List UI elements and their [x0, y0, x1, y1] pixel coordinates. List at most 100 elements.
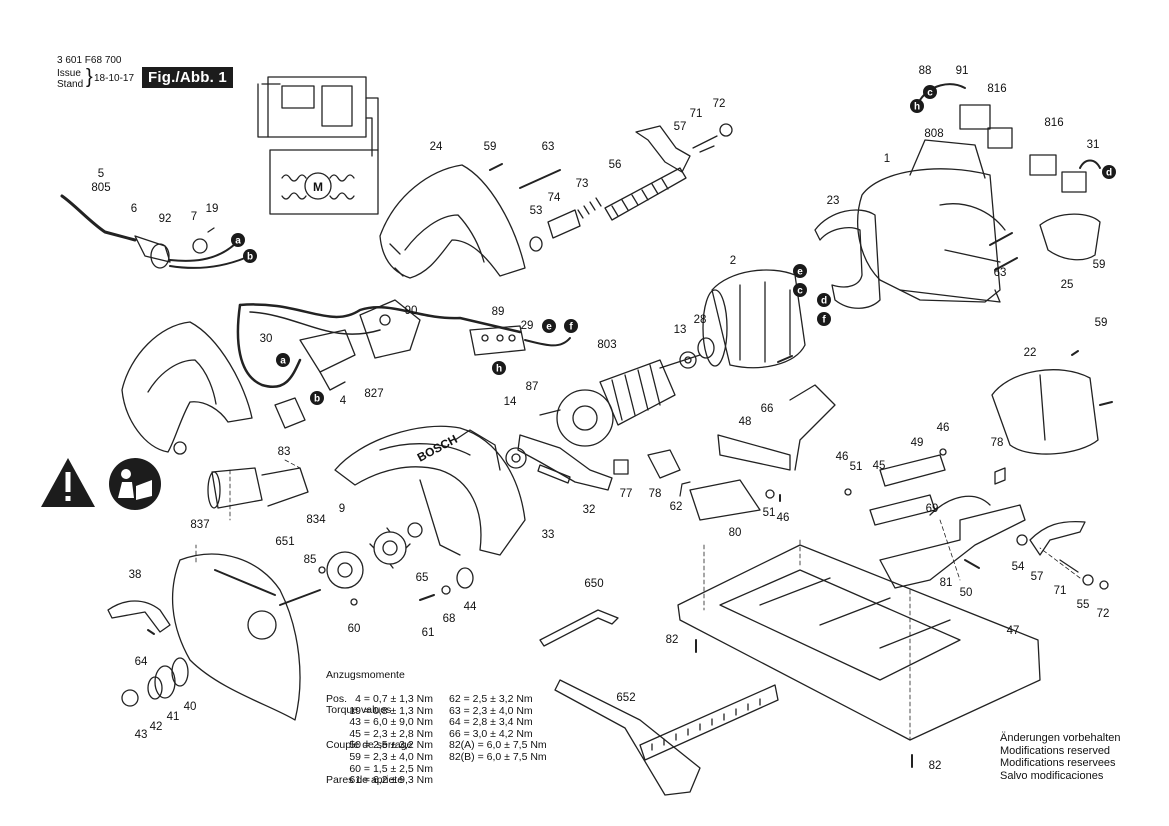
lower-guard-837: [172, 553, 301, 721]
torque-value-b-4: 82(A) = 6,0 ± 7,5 Nm: [449, 739, 547, 752]
part-label-82: 82: [666, 634, 679, 646]
screw-63a: [519, 169, 561, 189]
modifications-line-0: Änderungen vorbehalten: [1000, 732, 1121, 744]
torque-value-0: 4 = 0,7 ± 1,3 Nm: [355, 693, 433, 705]
part-label-19: 19: [206, 203, 219, 215]
part-label-73: 73: [576, 178, 589, 190]
part-label-837: 837: [190, 519, 209, 531]
callout-b: b: [243, 249, 257, 263]
part-label-47: 47: [1007, 625, 1020, 637]
part-label-92: 92: [159, 213, 172, 225]
lever-57b: [1029, 520, 1086, 556]
part-label-62: 62: [670, 501, 683, 513]
part-label-30: 30: [260, 333, 273, 345]
part-label-40: 40: [184, 701, 197, 713]
part-label-816: 816: [987, 83, 1006, 95]
part-label-74: 74: [548, 192, 561, 204]
modifications-line-2: Modifications reservees: [1000, 757, 1116, 770]
torque-headings: Anzugsmomente Torque values Couple de se…: [326, 647, 412, 798]
end-cap-25: [1039, 213, 1101, 261]
upper-guard-827: [334, 425, 526, 556]
svg-text:e: e: [546, 322, 552, 333]
spring-33: [537, 464, 571, 484]
torque-value-2: 43 = 6,0 ± 9,0 Nm: [349, 716, 433, 729]
lock-lever-57: [635, 123, 733, 173]
part-label-24: 24: [430, 141, 443, 153]
part-label-33: 33: [542, 529, 555, 541]
part-label-51: 51: [763, 507, 776, 519]
part-label-57: 57: [1031, 571, 1044, 583]
bearing-13: [679, 351, 697, 369]
bevel-brackets: [869, 454, 1026, 589]
callout-e: e: [542, 319, 556, 333]
wiring-harness: [236, 299, 571, 429]
issue-date: 18-10-17: [94, 73, 135, 84]
callout-d: d: [1102, 165, 1116, 179]
part-label-44: 44: [464, 601, 477, 613]
part-label-2: 2: [730, 255, 736, 267]
part-label-56: 56: [609, 159, 622, 171]
part-label-91: 91: [956, 65, 969, 77]
part-label-5: 5: [98, 168, 104, 180]
part-label-57: 57: [674, 121, 687, 133]
torque-heading-de: Anzugsmomente: [326, 669, 405, 682]
stand-label: Stand: [57, 79, 84, 90]
motor-housing-1: [857, 139, 1006, 303]
part-label-63: 63: [542, 141, 555, 153]
lock-shaft-group: [529, 167, 687, 252]
figure-title: Fig./Abb. 1: [142, 67, 233, 88]
part-label-71: 71: [690, 108, 703, 120]
part-label-46: 46: [937, 422, 950, 434]
modifications-line-3: Salvo modificaciones: [1000, 769, 1104, 782]
handle-24-upper: [379, 164, 526, 279]
part-label-4: 4: [340, 395, 347, 407]
svg-text:h: h: [914, 102, 920, 113]
brush-77: [613, 459, 629, 475]
part-label-68: 68: [443, 613, 456, 625]
part-label-80: 80: [729, 527, 742, 539]
guard-lever-38: [107, 600, 171, 633]
part-label-59: 59: [484, 141, 497, 153]
motor-symbol-text: M: [313, 180, 323, 194]
svg-text:f: f: [822, 315, 826, 326]
part-label-827: 827: [364, 388, 383, 400]
part-label-72: 72: [713, 98, 726, 110]
armature-803: [539, 354, 701, 447]
torque-value-b-2: 64 = 2,8 ± 3,4 Nm: [449, 716, 533, 729]
part-label-13: 13: [674, 324, 687, 336]
part-label-63: 63: [994, 267, 1007, 279]
part-label-85: 85: [304, 554, 317, 566]
hex-key-650: [539, 609, 619, 647]
part-label-1: 1: [884, 153, 890, 165]
callout-f: f: [564, 319, 578, 333]
part-label-53: 53: [530, 205, 543, 217]
brush-plate-32: [517, 434, 613, 491]
part-label-51: 51: [850, 461, 863, 473]
torque-heading-es: Pares de apriete: [326, 773, 404, 786]
power-cable: [60, 194, 246, 269]
plate-808: [909, 139, 986, 179]
part-label-59: 59: [1093, 259, 1106, 271]
svg-text:c: c: [927, 88, 933, 99]
bearing-28: [697, 337, 715, 359]
part-label-72: 72: [1097, 608, 1110, 620]
part-label-43: 43: [135, 729, 148, 741]
part-label-22: 22: [1024, 347, 1037, 359]
part-label-54: 54: [1012, 561, 1025, 573]
part-label-61: 61: [422, 627, 435, 639]
callout-e: e: [793, 264, 807, 278]
callout-f: f: [817, 312, 831, 326]
base-plate-47: [677, 544, 1041, 741]
callout-a: a: [276, 353, 290, 367]
part-label-89: 89: [492, 306, 505, 318]
svg-text:c: c: [797, 286, 803, 297]
svg-text:h: h: [496, 364, 502, 375]
part-label-88: 88: [919, 65, 932, 77]
torque-value-b-3: 66 = 3,0 ± 4,2 Nm: [449, 727, 533, 740]
part-label-25: 25: [1061, 279, 1074, 291]
svg-text:f: f: [569, 322, 573, 333]
torque-value-4: 50 = 2,5 ± 3,2 Nm: [349, 739, 433, 752]
part-label-7: 7: [191, 211, 197, 223]
part-label-9: 9: [339, 503, 345, 515]
